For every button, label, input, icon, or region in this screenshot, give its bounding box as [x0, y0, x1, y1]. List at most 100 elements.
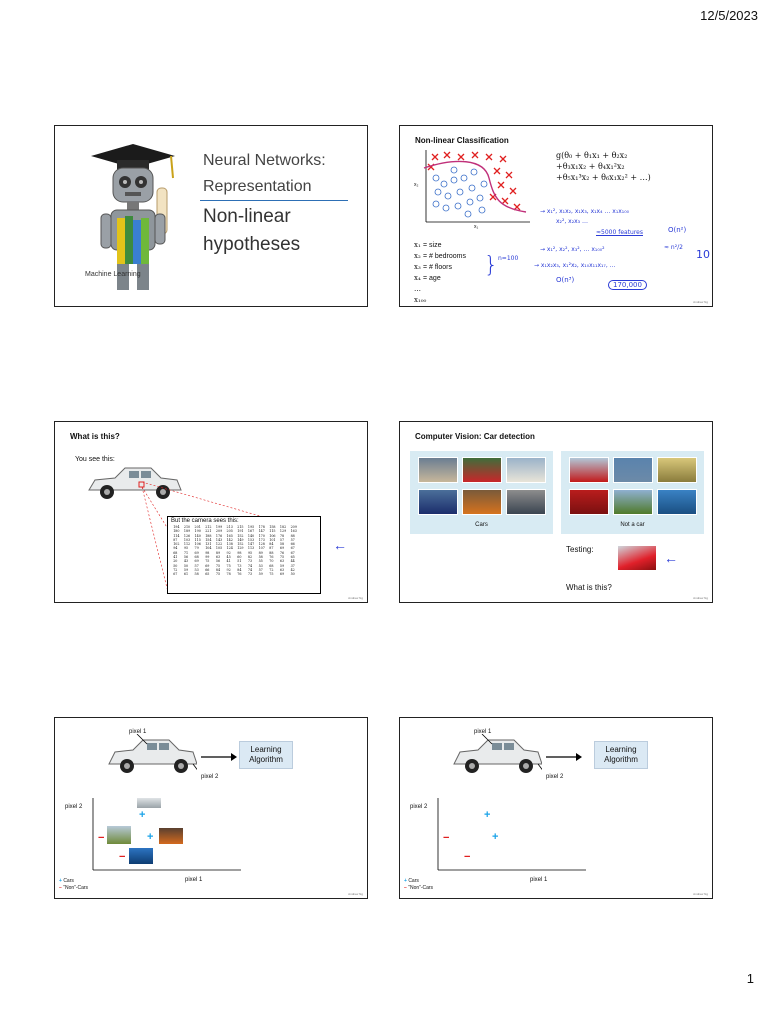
- pixel-value: 152: [237, 542, 244, 547]
- pixel-value: 78: [279, 533, 285, 538]
- pixel-value: 69: [279, 572, 285, 577]
- feature-label: = # bedrooms: [423, 253, 466, 260]
- pixel-value: 45: [226, 555, 231, 560]
- pixel2-label: pixel 2: [546, 774, 564, 780]
- classification-scatter: [423, 150, 530, 223]
- pixel-value: 70: [269, 559, 274, 564]
- legend-cars: Cars: [408, 878, 419, 884]
- pixel-value: 98: [237, 550, 242, 555]
- car-thumbnail: [159, 828, 183, 844]
- pixel-value: 89: [258, 550, 263, 555]
- pixel-value: 75: [215, 572, 221, 577]
- pixel-value: 58: [194, 572, 199, 577]
- pixel-value: 75: [226, 563, 231, 568]
- slide-title-line1: Neural Networks:: [203, 152, 326, 169]
- cars-panel: Cars: [410, 451, 553, 534]
- x-axis-label: pixel 1: [530, 877, 548, 883]
- note-squares: → x₁², x₂², x₃², … x₁₀₀²: [540, 246, 605, 253]
- pixel-value: 101: [269, 537, 276, 542]
- pixel-value: 147: [258, 529, 265, 534]
- legend: + Cars − “Non”-Cars: [404, 878, 434, 891]
- slide-heading: Computer Vision: Car detection: [415, 432, 535, 441]
- hypothesis-line2: +θ₃x₁x₂ + θ₄x₁²x₂: [556, 162, 625, 171]
- pixel-value: 42: [290, 567, 295, 572]
- car-photo: [462, 489, 502, 515]
- pixel-value: 76: [237, 572, 242, 577]
- noncar-point-minus-icon: −: [443, 832, 450, 844]
- page-date: 12/5/2023: [700, 8, 758, 23]
- pixel-value: 57: [279, 537, 285, 542]
- pixel-value: 57: [290, 537, 295, 542]
- pixel-value: 66: [290, 542, 295, 547]
- pixel-value: 72: [173, 567, 178, 572]
- pixel-value: 68: [173, 550, 178, 555]
- pixel-value: 163: [290, 529, 297, 534]
- notcar-photo: [569, 457, 609, 483]
- pixel-value: 74: [247, 567, 253, 572]
- pixel-value: 94: [173, 546, 178, 551]
- pixel-value: 210: [183, 525, 191, 529]
- learning-algorithm-box: Learning Algorithm: [594, 741, 648, 769]
- pixel-value: 50: [173, 563, 178, 568]
- pixel-value: 154: [205, 537, 212, 542]
- page-number: 1: [746, 971, 754, 986]
- car-photo: [506, 489, 546, 515]
- pixel-value: 112: [183, 542, 191, 547]
- pixel-value: 60: [237, 555, 242, 560]
- pixel-value: 140: [194, 533, 201, 538]
- slide-title-line2: Representation: [203, 178, 312, 195]
- pixel2-label: pixel 2: [201, 774, 219, 780]
- pixel-value: 176: [215, 533, 223, 538]
- car-thumbnail: [137, 798, 161, 808]
- learning-algorithm-box: Learning Algorithm: [239, 741, 293, 769]
- pixel-value: 75: [279, 555, 285, 560]
- pixel-value: 195: [247, 525, 255, 529]
- pixel-value: 189: [183, 529, 191, 534]
- pixel-value: 92: [226, 567, 231, 572]
- pixel-value: 67: [290, 550, 295, 555]
- pixel-value: 69: [194, 550, 199, 555]
- pixel-value: 129: [237, 546, 244, 551]
- x-axis-label: pixel 1: [185, 877, 203, 883]
- note-count: 170,000: [608, 280, 647, 290]
- pixel-value: 98: [205, 550, 210, 555]
- car-point-plus-icon: +: [484, 809, 491, 821]
- feature-label: = size: [423, 242, 442, 249]
- pixel-value: 58: [258, 555, 263, 560]
- slide-heading: What is this?: [70, 432, 120, 441]
- arrow-right-icon: [546, 753, 582, 761]
- cars-label: Cars: [475, 522, 488, 528]
- car-point-plus-icon: +: [147, 831, 154, 843]
- feature-label: = age: [423, 275, 441, 282]
- hypothesis-formula: g(θ₀ + θ₁x₁ + θ₂x₂ +θ₃x₁x₂ + θ₄x₁²x₂ +θ₅…: [556, 150, 651, 183]
- robot-graduate-illustration: [91, 144, 175, 290]
- pixel-value: 152: [237, 533, 244, 538]
- pixel-value: 53: [194, 567, 199, 572]
- pixel-value: 129: [279, 529, 287, 534]
- slide-credit: Andrew Ng: [693, 300, 708, 304]
- feature-var: x₁₀₀: [414, 296, 427, 304]
- pixel-value: 103: [183, 537, 191, 542]
- hypothesis-line3: +θ₅x₁³x₂ + θ₆x₁x₂² + …): [556, 173, 651, 182]
- note-n2-over-2: ≈ n²/2: [664, 244, 683, 251]
- feature-var: x₄: [414, 274, 421, 282]
- pixel-value: 126: [183, 533, 191, 538]
- pixel-value: 87: [173, 537, 178, 542]
- pixel-value: 73: [247, 572, 253, 577]
- pixel-value: 88: [269, 550, 274, 555]
- pixel-value: 79: [194, 546, 199, 551]
- pixel-value: 66: [205, 567, 210, 572]
- noncar-point-minus-icon: −: [464, 851, 471, 863]
- feature-label: = # floors: [423, 264, 452, 271]
- pixel-value: 76: [279, 550, 285, 555]
- pixel-value: 182: [279, 525, 287, 529]
- pixel-value: 113: [247, 546, 255, 551]
- pixel-value: 50: [290, 572, 295, 577]
- arrow-right-icon: [201, 753, 237, 761]
- note-n-equals: n=100: [498, 255, 519, 262]
- pixel-value: 68: [269, 563, 274, 568]
